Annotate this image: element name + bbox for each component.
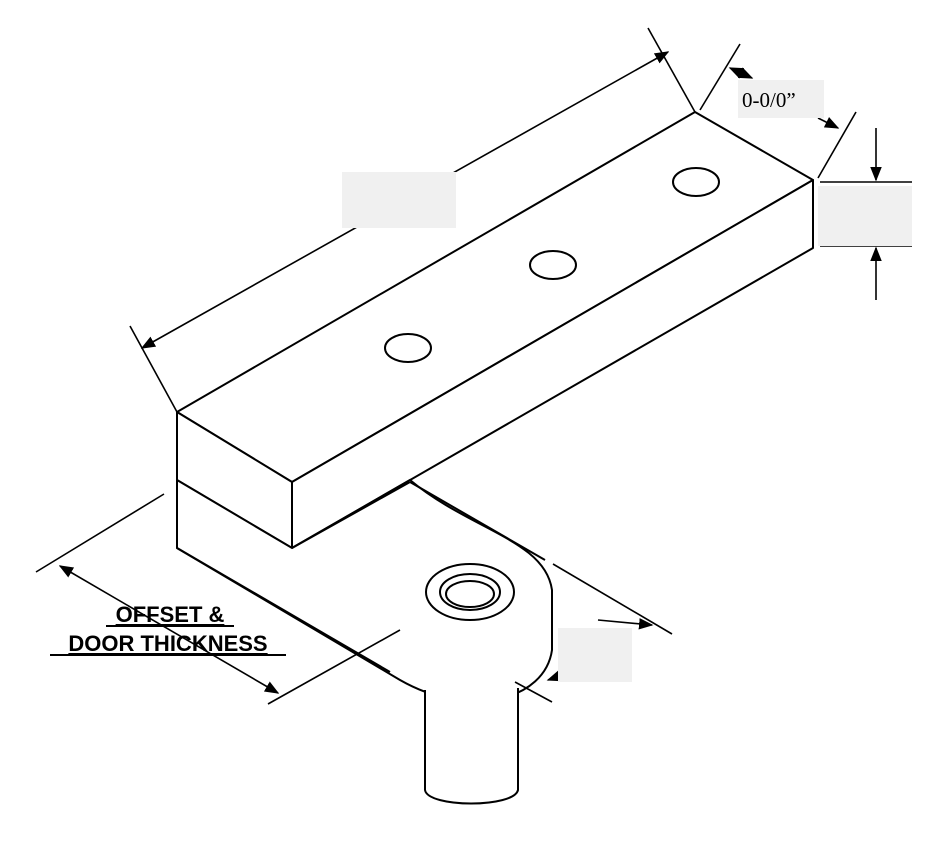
pivot-hole bbox=[425, 563, 515, 621]
hole-icon bbox=[672, 167, 720, 197]
length-value-field bbox=[342, 172, 456, 228]
edge-width-label: 0-0/0” bbox=[742, 88, 796, 112]
offset-dimension bbox=[35, 493, 401, 705]
offset-label-line2: DOOR THICKNESS bbox=[68, 631, 267, 656]
hole-icon bbox=[529, 250, 577, 280]
pivot-pin bbox=[424, 688, 519, 805]
offset-label: OFFSET & DOOR THICKNESS bbox=[68, 602, 267, 656]
edge-width-label-bg bbox=[738, 80, 824, 118]
thickness-value-field bbox=[818, 186, 912, 246]
edge-width-dimension bbox=[699, 43, 857, 179]
offset-label-line1: OFFSET & bbox=[116, 602, 225, 627]
knuckle-value-field bbox=[558, 628, 632, 682]
hole-icon bbox=[384, 333, 432, 363]
